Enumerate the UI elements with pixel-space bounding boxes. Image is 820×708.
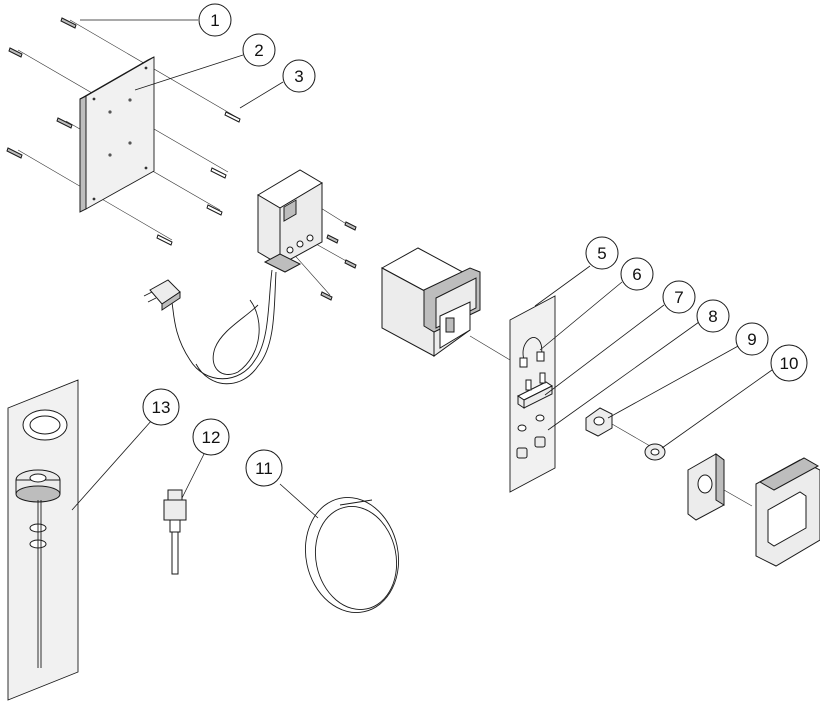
callout-1: 1 — [198, 3, 232, 37]
screw-1d — [6, 147, 23, 159]
screw-1b — [8, 47, 23, 58]
nuts-part-8 — [516, 414, 546, 459]
callout-11-label: 11 — [255, 459, 273, 478]
strainer-ring — [22, 409, 68, 441]
clip-part-9 — [585, 407, 651, 447]
callout-1-label: 1 — [210, 11, 219, 30]
electrical-box — [257, 169, 323, 273]
pump-body — [380, 247, 511, 361]
callout-12: 12 — [192, 418, 230, 456]
screw-3b — [210, 167, 227, 179]
callout-8: 8 — [696, 299, 730, 333]
leader-lines — [71, 19, 773, 519]
washer-part-10 — [644, 443, 666, 461]
callout-10-label: 10 — [780, 354, 799, 373]
power-cable — [169, 269, 273, 380]
tank-cap — [15, 469, 61, 503]
parts-panel-5 — [509, 295, 556, 493]
callout-3: 3 — [282, 59, 316, 93]
callout-8-label: 8 — [708, 307, 717, 326]
injection-valve — [163, 489, 187, 575]
callout-6: 6 — [620, 257, 654, 291]
front-cover — [755, 457, 820, 567]
callout-9-label: 9 — [747, 330, 756, 349]
callout-5: 5 — [585, 236, 619, 270]
wall-plate — [79, 56, 155, 213]
callout-11: 11 — [245, 449, 283, 487]
fitting-part-7 — [517, 372, 553, 409]
callout-10: 10 — [770, 344, 808, 382]
callout-13: 13 — [142, 388, 180, 426]
callout-7: 7 — [662, 280, 696, 314]
callout-13-label: 13 — [152, 398, 171, 417]
front-frame — [687, 453, 753, 521]
screw-3a — [224, 111, 241, 123]
screw-1c — [56, 117, 73, 129]
electrical-box-group — [143, 169, 357, 385]
screw-3c — [206, 204, 223, 216]
power-plug — [143, 279, 181, 311]
callout-6-label: 6 — [632, 265, 641, 284]
callout-9: 9 — [735, 322, 769, 356]
callout-3-label: 3 — [294, 67, 303, 86]
callout-2: 2 — [242, 33, 276, 67]
callout-2-label: 2 — [254, 41, 263, 60]
callout-12-label: 12 — [202, 428, 221, 447]
tube-coil — [304, 497, 400, 613]
callout-7-label: 7 — [674, 288, 683, 307]
callout-5-label: 5 — [597, 244, 606, 263]
wall-plate-group — [6, 17, 241, 246]
parts-panel-13 — [7, 379, 79, 701]
screw-1a — [60, 17, 77, 29]
screw-3d — [156, 234, 173, 246]
